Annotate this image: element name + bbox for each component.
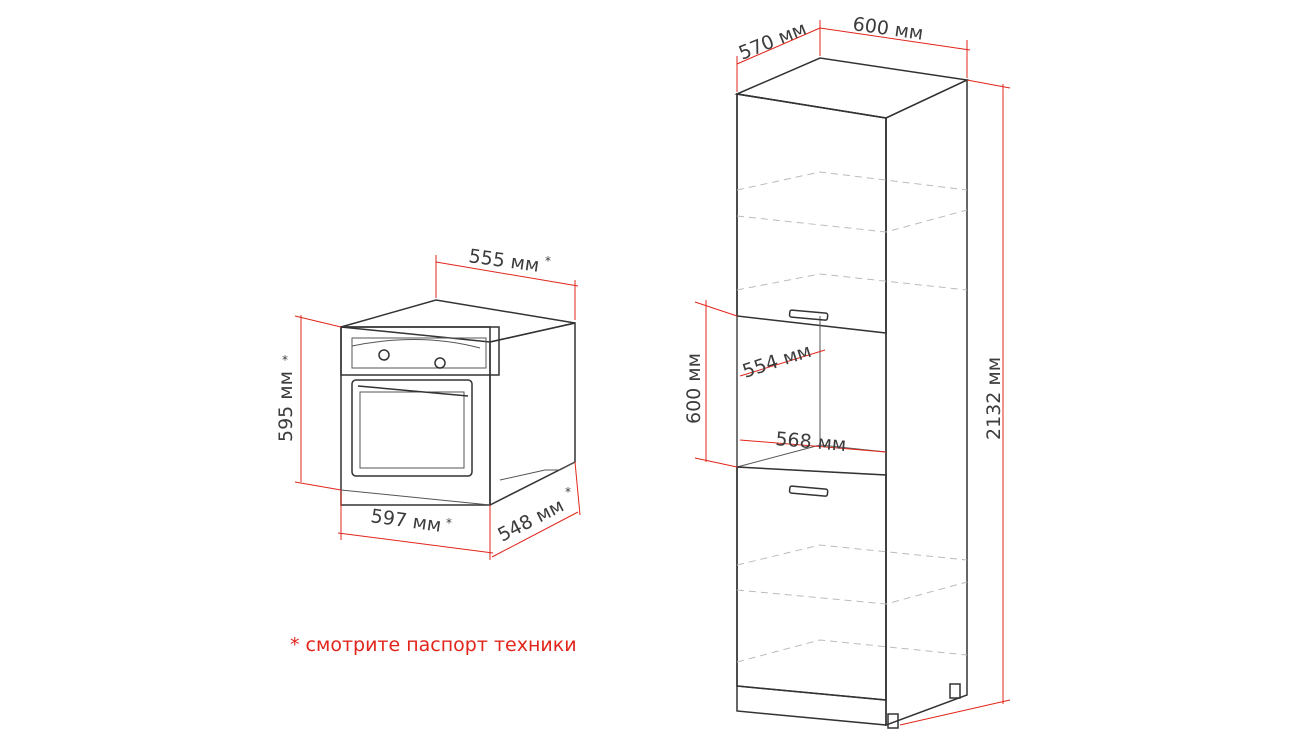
oven-depth-top-asterisk: * [545, 254, 551, 268]
cabinet-niche-depth-label: 554 мм [740, 340, 814, 383]
oven-drawing [340, 299, 576, 507]
cabinet-depth-top-label: 570 мм [736, 18, 810, 65]
cabinet-dimension-lines [694, 20, 1011, 726]
oven-depth-label: 548 мм [494, 495, 567, 547]
cabinet-width-top-label: 600 мм [851, 13, 924, 45]
oven-width-label: 597 мм [369, 505, 442, 537]
cabinet-niche-width-label: 568 мм [775, 428, 848, 456]
oven-height-asterisk: * [282, 353, 288, 367]
cabinet-total-height-label: 2132 мм [983, 357, 1005, 440]
oven-dimension-lines [294, 255, 581, 560]
oven-width-asterisk: * [446, 516, 452, 530]
oven-depth-asterisk: * [565, 485, 571, 499]
cabinet-niche-height-label: 600 мм [683, 353, 705, 424]
oven-height-label: 595 мм [275, 371, 297, 442]
footnote: * смотрите паспорт техники [290, 634, 577, 656]
cabinet-drawing [734, 57, 970, 729]
oven-depth-top-label: 555 мм [467, 245, 540, 277]
